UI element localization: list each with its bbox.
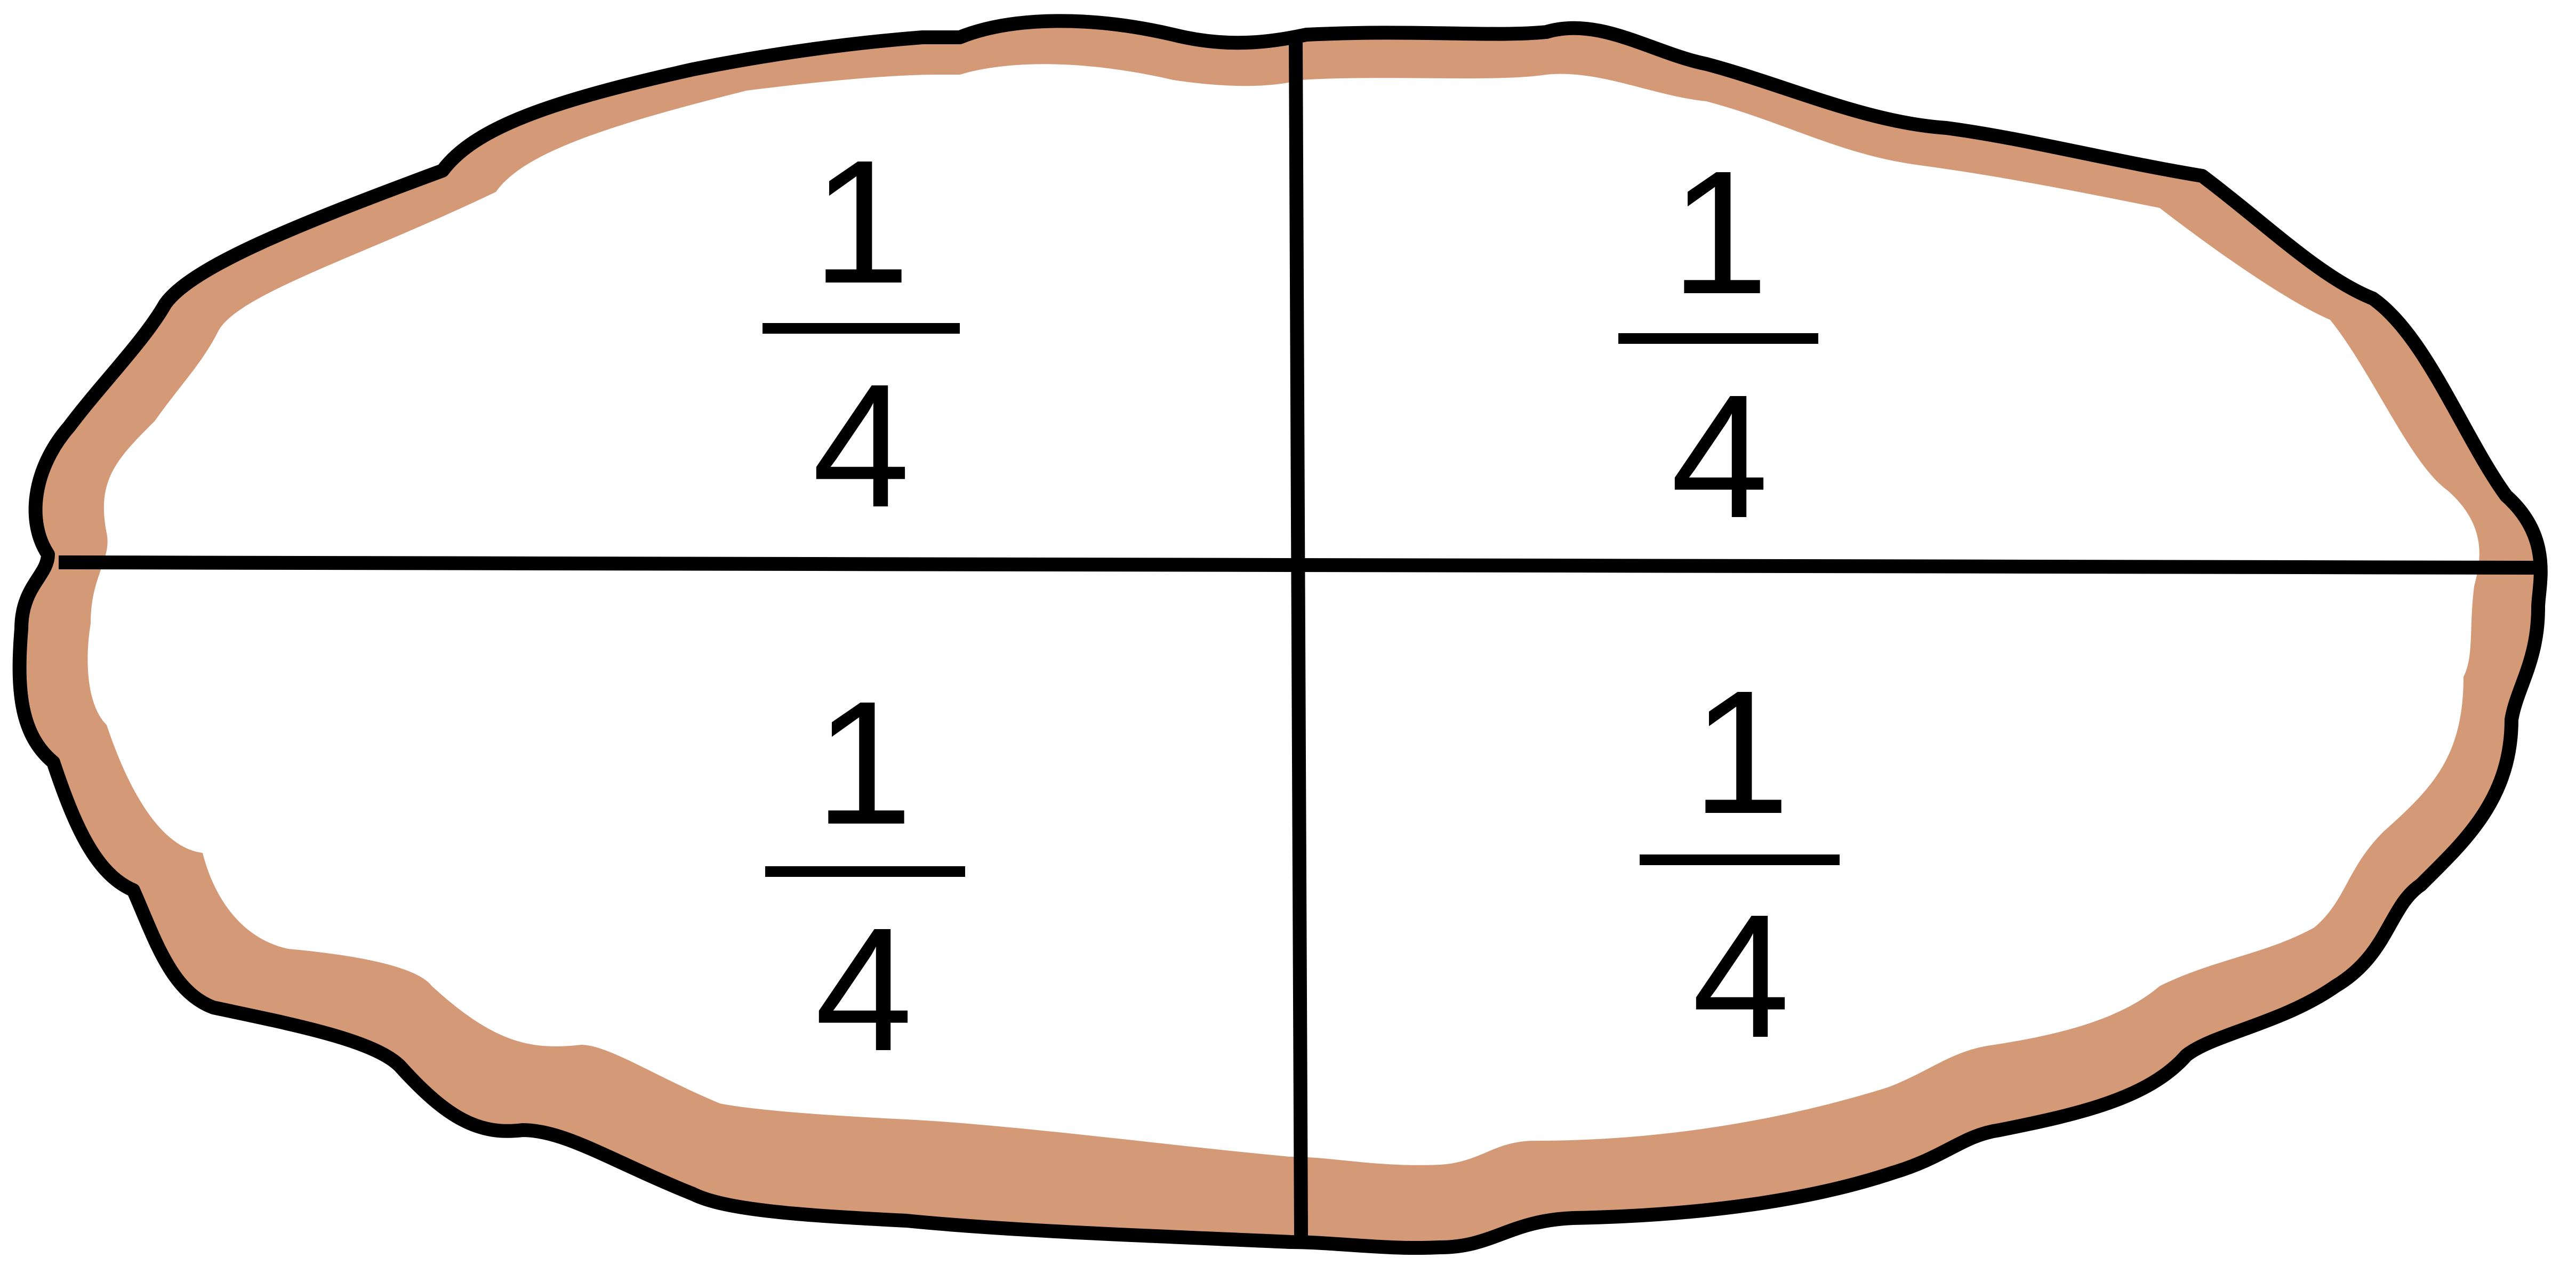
denominator: 4 xyxy=(812,347,910,544)
numerator: 1 xyxy=(812,123,910,320)
fraction-bar xyxy=(1618,333,1818,344)
denominator: 4 xyxy=(1692,877,1790,1074)
fraction-bar xyxy=(765,866,965,877)
denominator: 4 xyxy=(1671,358,1769,554)
numerator: 1 xyxy=(815,664,913,861)
denominator: 4 xyxy=(815,891,913,1087)
numerator: 1 xyxy=(1692,654,1790,850)
divider-horizontal xyxy=(59,562,2538,568)
numerator: 1 xyxy=(1671,134,1769,330)
fraction-bar xyxy=(763,323,960,334)
divider-vertical xyxy=(1296,43,1301,1237)
fraction-bar xyxy=(1640,854,1840,865)
